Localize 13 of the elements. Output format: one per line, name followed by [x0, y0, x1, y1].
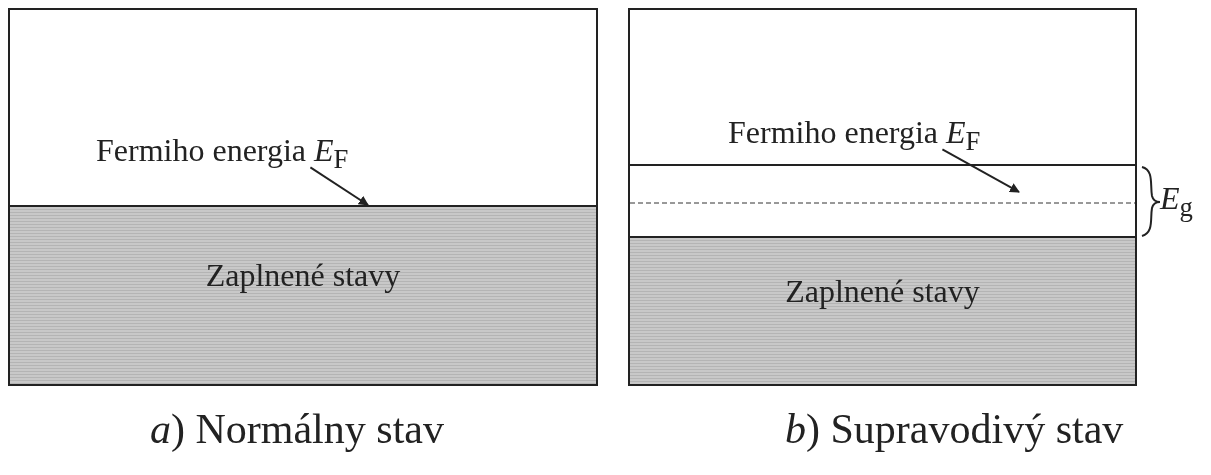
- fermi-label: Fermiho energia E$_{F}$: [96, 132, 349, 178]
- fermi-label: Fermiho energia E$_{F}$: [728, 114, 981, 160]
- diagram-frame: [8, 8, 598, 386]
- leader-arrow: [941, 148, 1020, 193]
- filled-band: [630, 236, 1135, 384]
- panel-caption: b) Supravodivý stav: [785, 405, 1124, 453]
- filled-band: [10, 205, 596, 384]
- panel-caption: a) Normálny stav: [150, 405, 444, 453]
- band-label: Zaplnené stavy: [205, 257, 401, 294]
- gap-symbol: E$_{g}$: [1160, 180, 1193, 224]
- band-label: Zaplnené stavy: [785, 272, 980, 310]
- leader-arrow: [309, 166, 369, 206]
- diagram-frame: [628, 8, 1137, 386]
